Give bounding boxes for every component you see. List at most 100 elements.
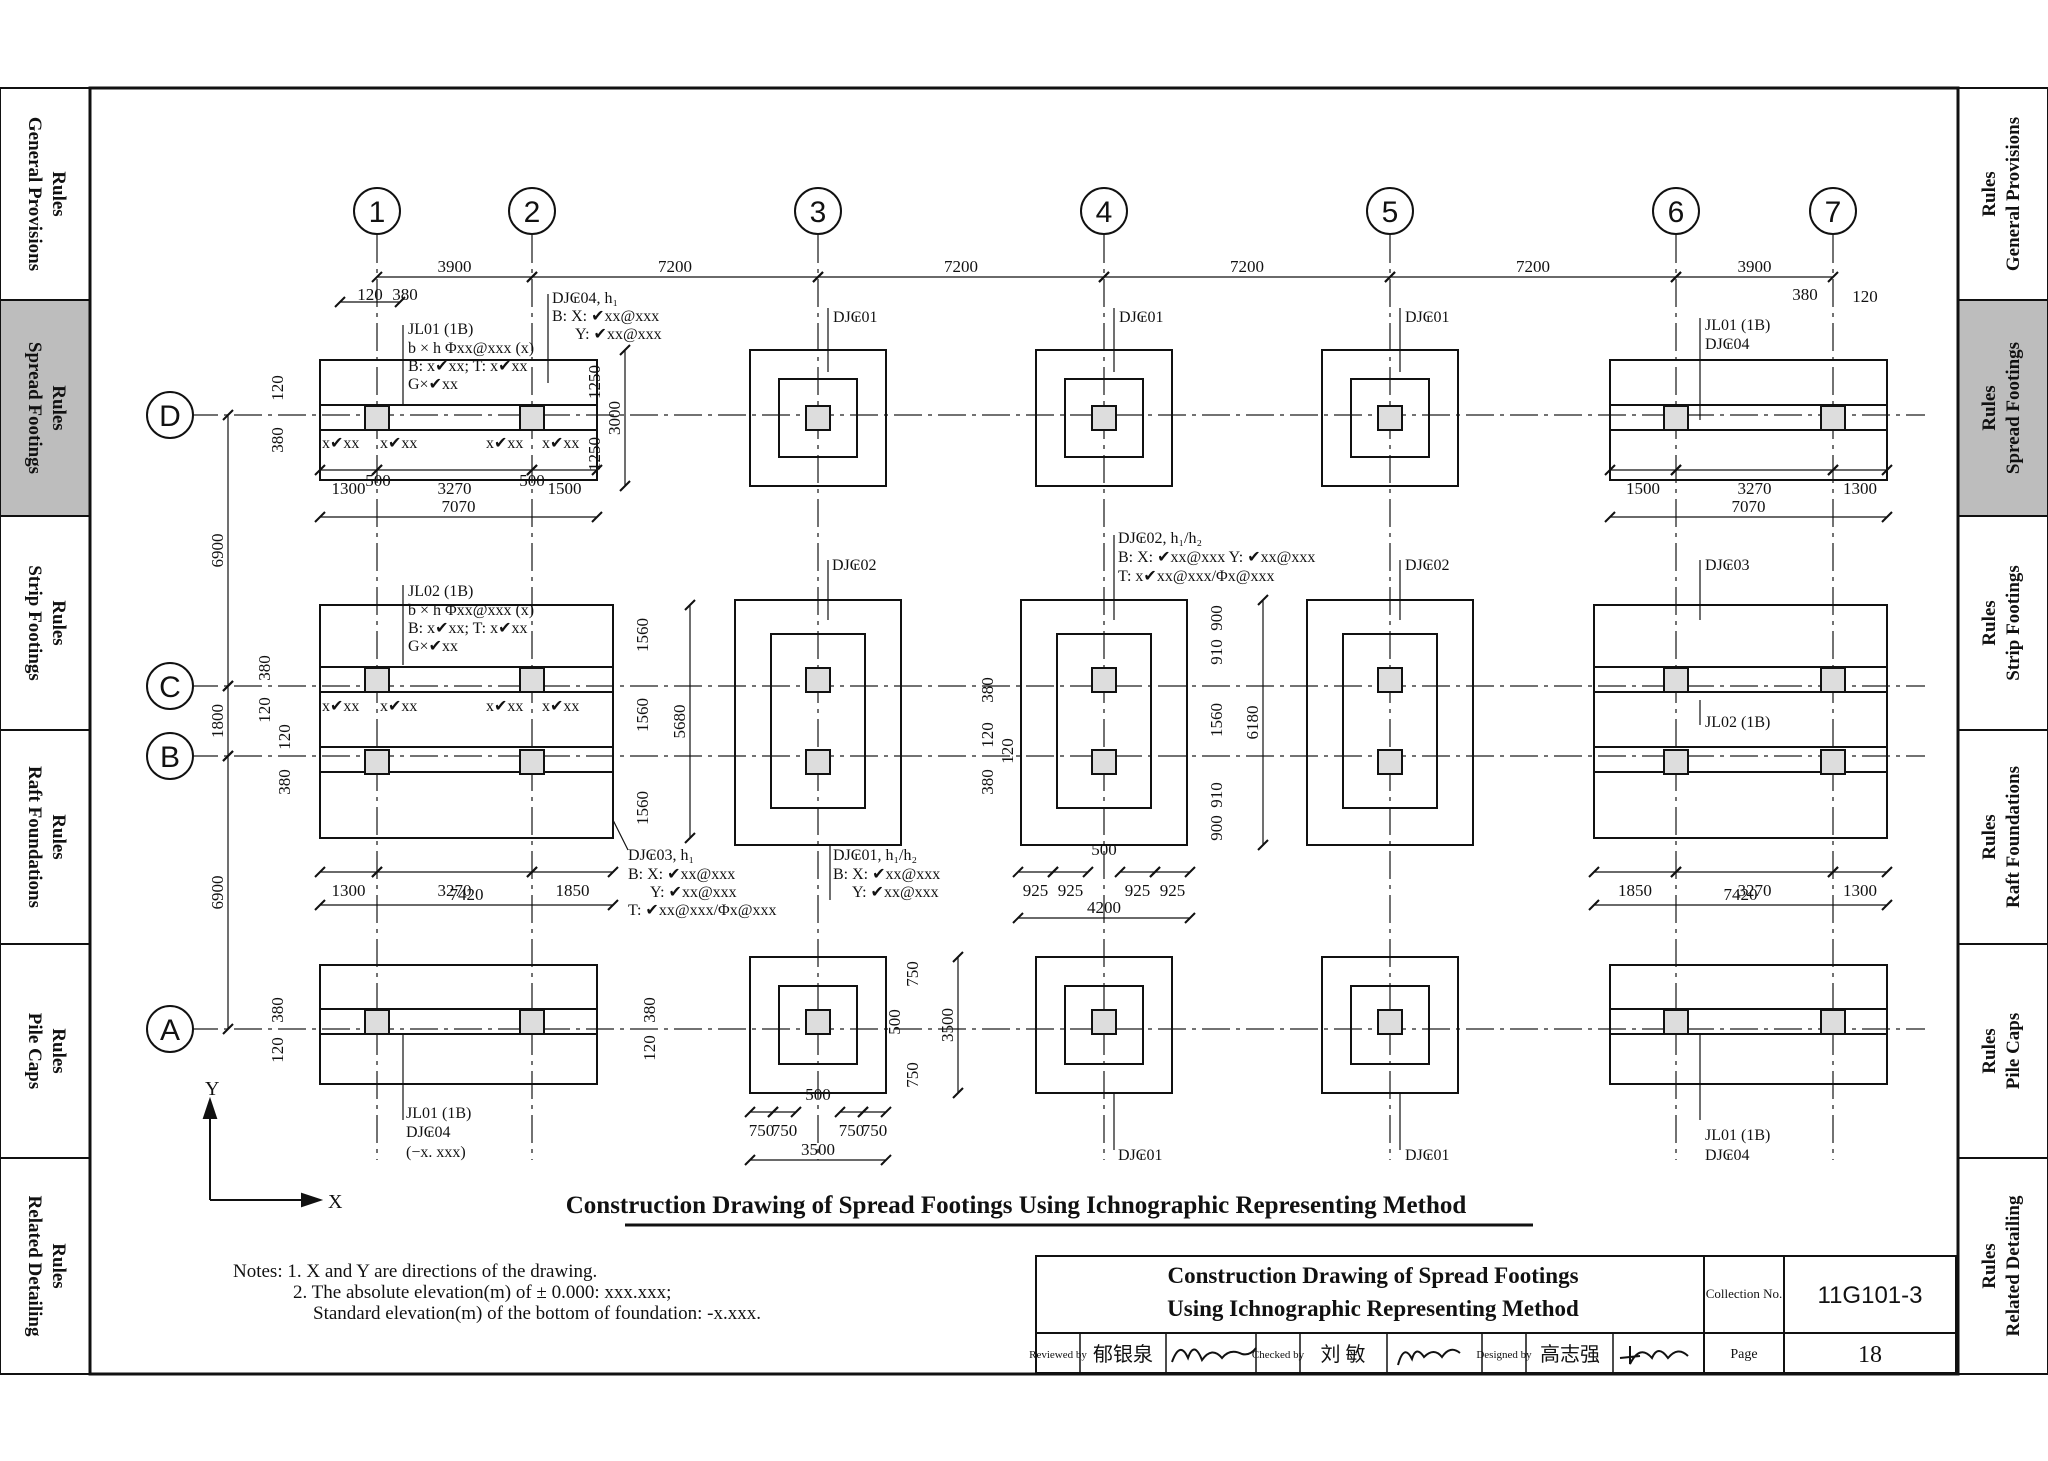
dim-925-3-tick: [1184, 866, 1196, 878]
column-d4: [1091, 405, 1117, 431]
footing-dj02-inner: [1342, 633, 1438, 809]
label-jl02-g: G×✔xx: [408, 638, 458, 655]
dim-1850-cbr-tick: [1588, 866, 1600, 878]
dim-120-r: 120: [1852, 287, 1878, 306]
page-label: Page: [1730, 1347, 1757, 1362]
dim-925-2: 925: [1125, 881, 1151, 900]
dim-500-a3: 500: [805, 1085, 831, 1104]
column-b1: [364, 749, 390, 775]
dim-500-4: 500: [1091, 840, 1117, 859]
column-b7: [1820, 749, 1846, 775]
column-c6: [1820, 667, 1846, 693]
dim-1500-tick: [526, 464, 538, 476]
column-d7: [1820, 405, 1846, 431]
dim-380-d: 380: [268, 427, 287, 453]
side-tab-subtitle-2: Strip Footings: [2003, 565, 2024, 681]
dim-750-3: 750: [862, 1121, 888, 1140]
dim-750-1: 750: [772, 1121, 798, 1140]
dim-925-2-tick: [1114, 866, 1126, 878]
dim-3270-cbr-tick: [1670, 866, 1682, 878]
label-dj01-y: Y: ✔xx@xxx: [852, 884, 939, 901]
dim-3000: 3000: [605, 401, 624, 435]
axis-bubble-B: [146, 732, 194, 780]
dim-3500-v-tick: [952, 1087, 964, 1099]
dim-1560: 1560: [1207, 703, 1226, 737]
side-tab-subtitle-1: Spread Footings: [2003, 342, 2024, 474]
label-dj04-r: DJ₢04: [1705, 336, 1749, 353]
axis-bubble-D: [146, 391, 194, 439]
footing-d-left: [319, 359, 598, 481]
checker-name: 刘 敏: [1321, 1343, 1366, 1366]
axis-bubble-1: [353, 187, 401, 235]
column-b6: [1663, 749, 1689, 775]
label-xbars-d3: x✔xx: [542, 435, 579, 452]
side-tab-0: [1957, 87, 2048, 301]
label-jl02: JL02 (1B): [408, 583, 473, 600]
left-dim-1: 1800: [208, 704, 227, 738]
column-a3: [805, 1009, 831, 1035]
label-xbars-d2: x✔xx: [486, 435, 523, 452]
axis-label-B: B: [160, 741, 180, 774]
axis-label-5: 5: [1382, 196, 1399, 229]
dim-380-b: 380: [275, 769, 294, 795]
dim-6180-tick: [1257, 839, 1269, 851]
dim-750-v: 750: [903, 961, 922, 987]
label-xbars-d0: x✔xx: [322, 435, 359, 452]
dim-750-0-tick: [744, 1106, 756, 1118]
dim-925-0-tick: [1012, 866, 1024, 878]
footing-dj02-outer: [1306, 599, 1474, 846]
checker-signature: [1397, 1348, 1461, 1366]
column-a2: [519, 1009, 545, 1035]
axis-bubble-7: [1809, 187, 1857, 235]
label-dj04-ar: DJ₢04: [1705, 1147, 1749, 1164]
top-dim-5-tick: [1827, 271, 1839, 283]
dim-910: 910: [1207, 782, 1226, 808]
label-dj02-h: DJ₢02, h₁/h₂: [1118, 530, 1202, 547]
dim-500: 500: [365, 471, 391, 490]
dim-4200-tick: [1184, 912, 1196, 924]
axis-bubble-C: [146, 662, 194, 710]
column-c2: [519, 667, 545, 693]
footing-dj03-right: [1593, 604, 1888, 839]
dim-3270-cb: 3270: [438, 881, 472, 900]
column-a5: [1377, 1009, 1403, 1035]
dim-3500: 3500: [801, 1140, 835, 1159]
reviewer-name: 郁银泉: [1093, 1343, 1153, 1366]
title-block-line-1: Construction Drawing of Spread Footings: [1167, 1263, 1578, 1288]
side-tab-subtitle-3: Raft Foundations: [2003, 766, 2024, 908]
axis-label-2: 2: [524, 196, 541, 229]
note-line-2: 2. The absolute elevation(m) of ± 0.000:…: [293, 1282, 671, 1303]
footing-dj02-inner: [1056, 633, 1152, 809]
dim-5680-tick: [684, 599, 696, 611]
footing-dj02-inner: [770, 633, 866, 809]
dim-750-2: 750: [839, 1121, 865, 1140]
dim-1500: 1500: [548, 479, 582, 498]
axis-label-1: 1: [369, 196, 386, 229]
label-dj01-b: B: X: ✔xx@xxx: [833, 866, 940, 883]
dim-7070-tick: [314, 511, 326, 523]
axis-bubble-3: [794, 187, 842, 235]
dim-120-a3: 120: [640, 1035, 659, 1061]
label-xbars-c0: x✔xx: [322, 698, 359, 715]
axis-bubble-4: [1080, 187, 1128, 235]
side-tab-2: [0, 515, 91, 731]
dim-7070-r-tick: [1604, 511, 1616, 523]
label-dj01-d1: DJ₢01: [1119, 309, 1163, 326]
label-jl01-a: JL01 (1B): [406, 1105, 471, 1122]
dim-1300: 1300: [332, 479, 366, 498]
axis-label-7: 7: [1825, 196, 1842, 229]
side-tab-3: [1957, 729, 2048, 945]
footing-dj01-outer: [749, 349, 887, 487]
label-dj02-t: T: x✔xx@xxx/Φx@xxx: [1118, 568, 1274, 585]
dim-3500-tick: [880, 1154, 892, 1166]
dim-1300-cb: 1300: [332, 881, 366, 900]
footing-a-left: [319, 964, 598, 1085]
x-axis-label: X: [328, 1191, 343, 1213]
dim-3500-v-tick: [952, 951, 964, 963]
column-a4: [1091, 1009, 1117, 1035]
left-dim-0: 6900: [208, 534, 227, 568]
reviewer-signature: [1171, 1347, 1257, 1363]
